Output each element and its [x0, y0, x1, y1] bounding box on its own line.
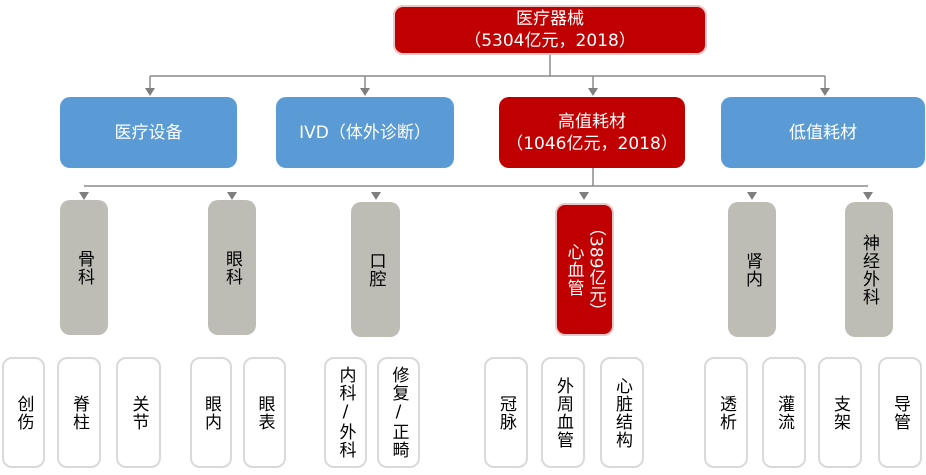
arrow-heads [79, 76, 873, 200]
node-label: 低值耗材 [789, 122, 857, 143]
node-value: （1046亿元，2018） [506, 133, 678, 154]
leaf-node: 外周血管 [541, 357, 585, 468]
leaf-label: 外周血管 [553, 376, 573, 449]
node-ivd: IVD（体外诊断） [276, 97, 454, 168]
node-neurosurgery: 神经外科 [845, 202, 893, 337]
node-label: 神经外科 [859, 233, 879, 306]
node-label: 眼科 [222, 249, 242, 286]
leaf-label: 心脏结构 [612, 376, 632, 449]
leaf-label: 支架 [830, 394, 850, 431]
leaf-label: 灌流 [774, 394, 794, 431]
leaf-label: 内科/外科 [335, 366, 356, 459]
leaf-label: 透析 [716, 394, 736, 431]
node-label: IVD（体外诊断） [299, 122, 431, 143]
node-value: （389亿元） [585, 219, 606, 320]
node-high-value-consumables: 高值耗材 （1046亿元，2018） [499, 97, 685, 168]
leaf-node: 眼表 [243, 357, 286, 468]
node-label: 医疗设备 [114, 122, 183, 143]
node-label: 骨科 [74, 249, 94, 286]
root-value: （5304亿元，2018） [464, 31, 636, 51]
leaf-label: 冠脉 [496, 394, 516, 431]
leaf-node: 修复/正畸 [377, 357, 420, 468]
leaf-node: 冠脉 [484, 357, 528, 468]
leaf-node: 关节 [116, 357, 161, 468]
node-orthopedics: 骨科 [60, 200, 108, 335]
leaf-label: 脊柱 [69, 394, 89, 431]
leaf-node: 灌流 [762, 357, 806, 468]
leaf-label: 眼内 [201, 394, 221, 431]
node-medical-equipment: 医疗设备 [60, 97, 237, 168]
leaf-node: 脊柱 [57, 357, 101, 468]
leaf-label: 修复/正畸 [388, 366, 409, 459]
leaf-node: 创伤 [2, 357, 45, 468]
leaf-label: 眼表 [254, 394, 275, 431]
node-nephrology: 肾内 [728, 202, 776, 337]
leaf-label: 关节 [128, 394, 149, 431]
leaf-node: 眼内 [190, 357, 232, 468]
leaf-label: 创伤 [13, 394, 34, 431]
leaf-node: 支架 [818, 357, 862, 468]
node-label: 肾内 [742, 251, 762, 288]
node-cardiovascular: （389亿元） 心血管 [555, 203, 614, 336]
node-low-value-consumables: 低值耗材 [721, 97, 925, 168]
node-label: 心血管 [563, 242, 584, 297]
root-node: 医疗器械 （5304亿元，2018） [393, 5, 707, 55]
node-label: 高值耗材 [558, 111, 626, 132]
node-dental: 口腔 [351, 202, 400, 337]
leaf-node: 内科/外科 [324, 357, 367, 468]
node-label: 口腔 [365, 251, 386, 288]
node-ophthalmology: 眼科 [208, 200, 256, 335]
leaf-label: 导管 [890, 394, 910, 431]
leaf-node: 导管 [878, 357, 922, 468]
root-title: 医疗器械 [516, 9, 584, 29]
leaf-node: 心脏结构 [600, 357, 644, 468]
leaf-node: 透析 [704, 357, 748, 468]
